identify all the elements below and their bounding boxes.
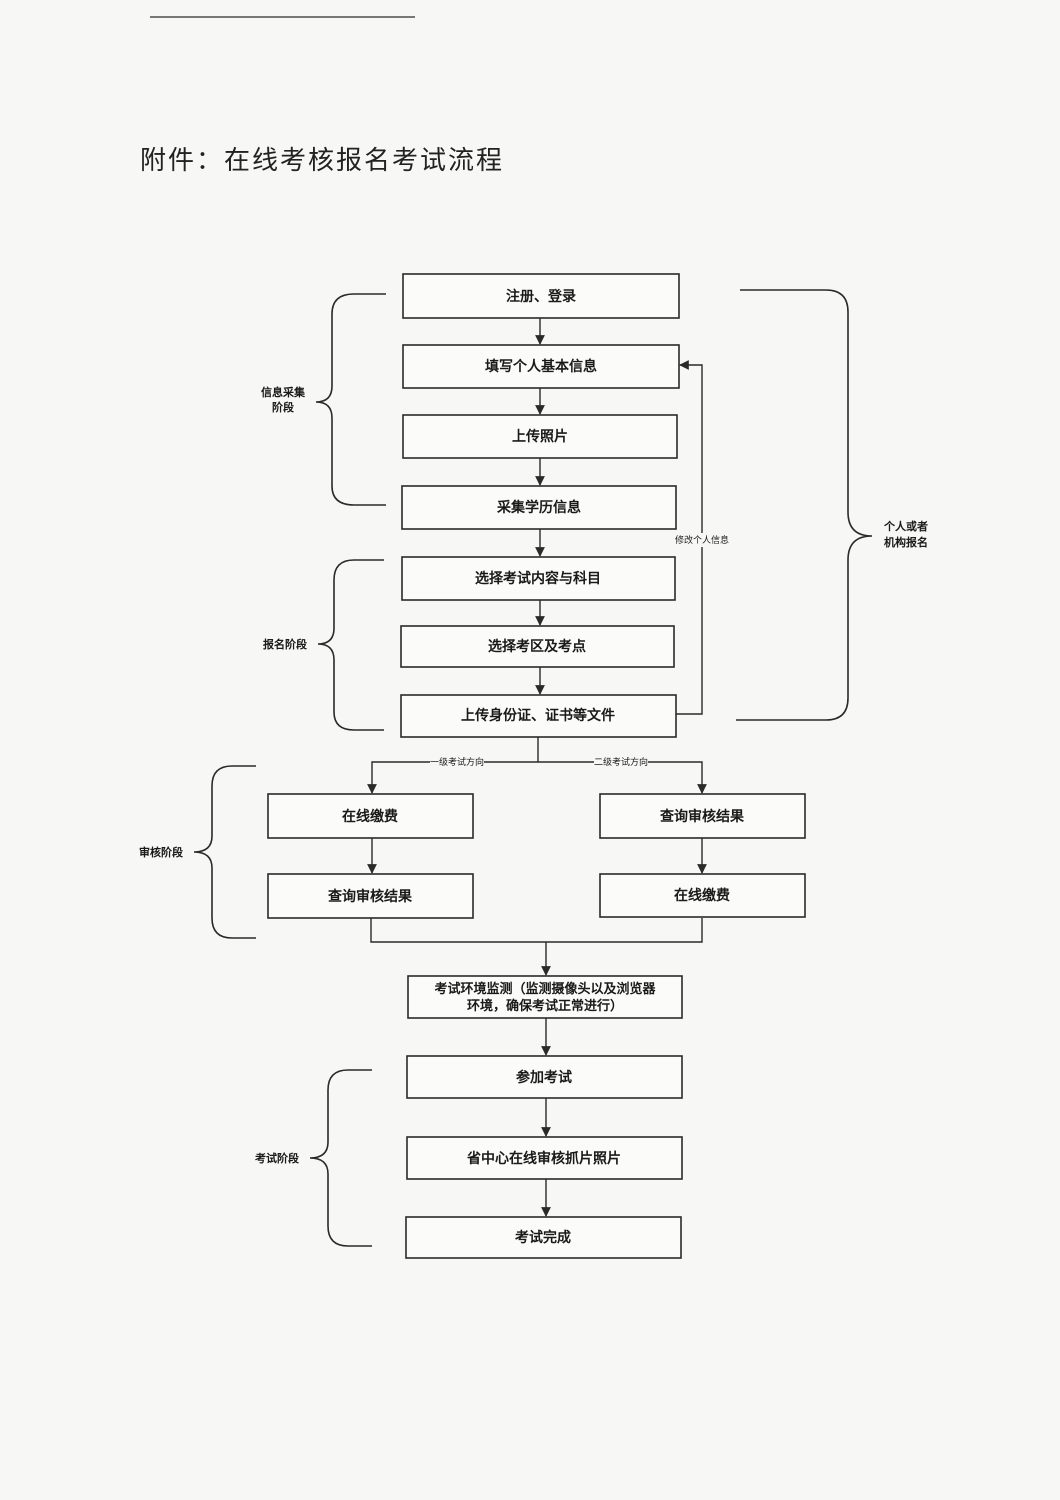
svg-text:注册、登录: 注册、登录: [506, 288, 576, 305]
exam-stage-label: 考试阶段: [255, 1151, 299, 1165]
node-upload-photo: 上传照片: [402, 414, 678, 459]
brace-exam-stage: [309, 1069, 372, 1247]
svg-text:在线缴费: 在线缴费: [342, 808, 398, 825]
svg-text:环境，确保考试正常进行）: 环境，确保考试正常进行）: [467, 998, 623, 1014]
top-rule: [150, 16, 415, 18]
svg-text:考试完成: 考试完成: [515, 1229, 571, 1246]
svg-text:上传身份证、证书等文件: 上传身份证、证书等文件: [461, 707, 615, 724]
svg-text:查询审核结果: 查询审核结果: [328, 888, 413, 905]
node-upload-documents: 上传身份证、证书等文件: [400, 694, 677, 738]
svg-text:参加考试: 参加考试: [516, 1069, 572, 1086]
svg-text:考试环境监测（监测摄像头以及浏览器: 考试环境监测（监测摄像头以及浏览器: [434, 981, 656, 997]
svg-text:填写个人基本信息: 填写个人基本信息: [485, 358, 597, 375]
node-query-left: 查询审核结果: [267, 873, 474, 919]
brace-signup-stage: [317, 559, 384, 731]
level1-direction-label: 一级考试方向: [430, 756, 484, 768]
personal-signup-label-line1: 个人或者: [883, 519, 928, 533]
node-collect-education: 采集学历信息: [401, 485, 677, 530]
node-take-exam: 参加考试: [406, 1055, 683, 1099]
node-query-right: 查询审核结果: [599, 793, 806, 839]
node-register: 注册、登录: [402, 273, 680, 319]
brace-personal-signup: [736, 289, 873, 721]
node-pay-right: 在线缴费: [599, 873, 806, 918]
svg-text:在线缴费: 在线缴费: [674, 887, 730, 904]
brace-info-stage: [315, 293, 386, 506]
page-title: 附件：在线考核报名考试流程: [140, 146, 505, 176]
node-pay-left: 在线缴费: [267, 793, 474, 839]
level2-direction-label: 二级考试方向: [594, 756, 648, 768]
node-choose-site: 选择考区及考点: [400, 625, 675, 668]
svg-text:选择考区及考点: 选择考区及考点: [488, 638, 586, 655]
svg-text:采集学历信息: 采集学历信息: [496, 499, 581, 516]
brace-review-stage: [193, 765, 256, 939]
info-stage-label-line1: 信息采集: [261, 385, 306, 399]
info-stage-label-line2: 阶段: [272, 400, 294, 414]
svg-text:查询审核结果: 查询审核结果: [660, 808, 745, 825]
modify-info-label: 修改个人信息: [675, 534, 729, 546]
node-fill-info: 填写个人基本信息: [402, 344, 680, 389]
node-exam-complete: 考试完成: [405, 1216, 682, 1259]
node-provincial-review: 省中心在线审核抓片照片: [406, 1136, 683, 1180]
svg-text:上传照片: 上传照片: [512, 428, 568, 445]
signup-stage-label: 报名阶段: [263, 637, 307, 651]
review-stage-label: 审核阶段: [139, 845, 183, 859]
svg-text:省中心在线审核抓片照片: 省中心在线审核抓片照片: [466, 1150, 621, 1167]
personal-signup-label-line2: 机构报名: [884, 535, 928, 549]
node-choose-subject: 选择考试内容与科目: [401, 556, 676, 601]
svg-text:选择考试内容与科目: 选择考试内容与科目: [475, 570, 601, 587]
node-environment-check: 考试环境监测（监测摄像头以及浏览器 环境，确保考试正常进行）: [407, 975, 683, 1019]
